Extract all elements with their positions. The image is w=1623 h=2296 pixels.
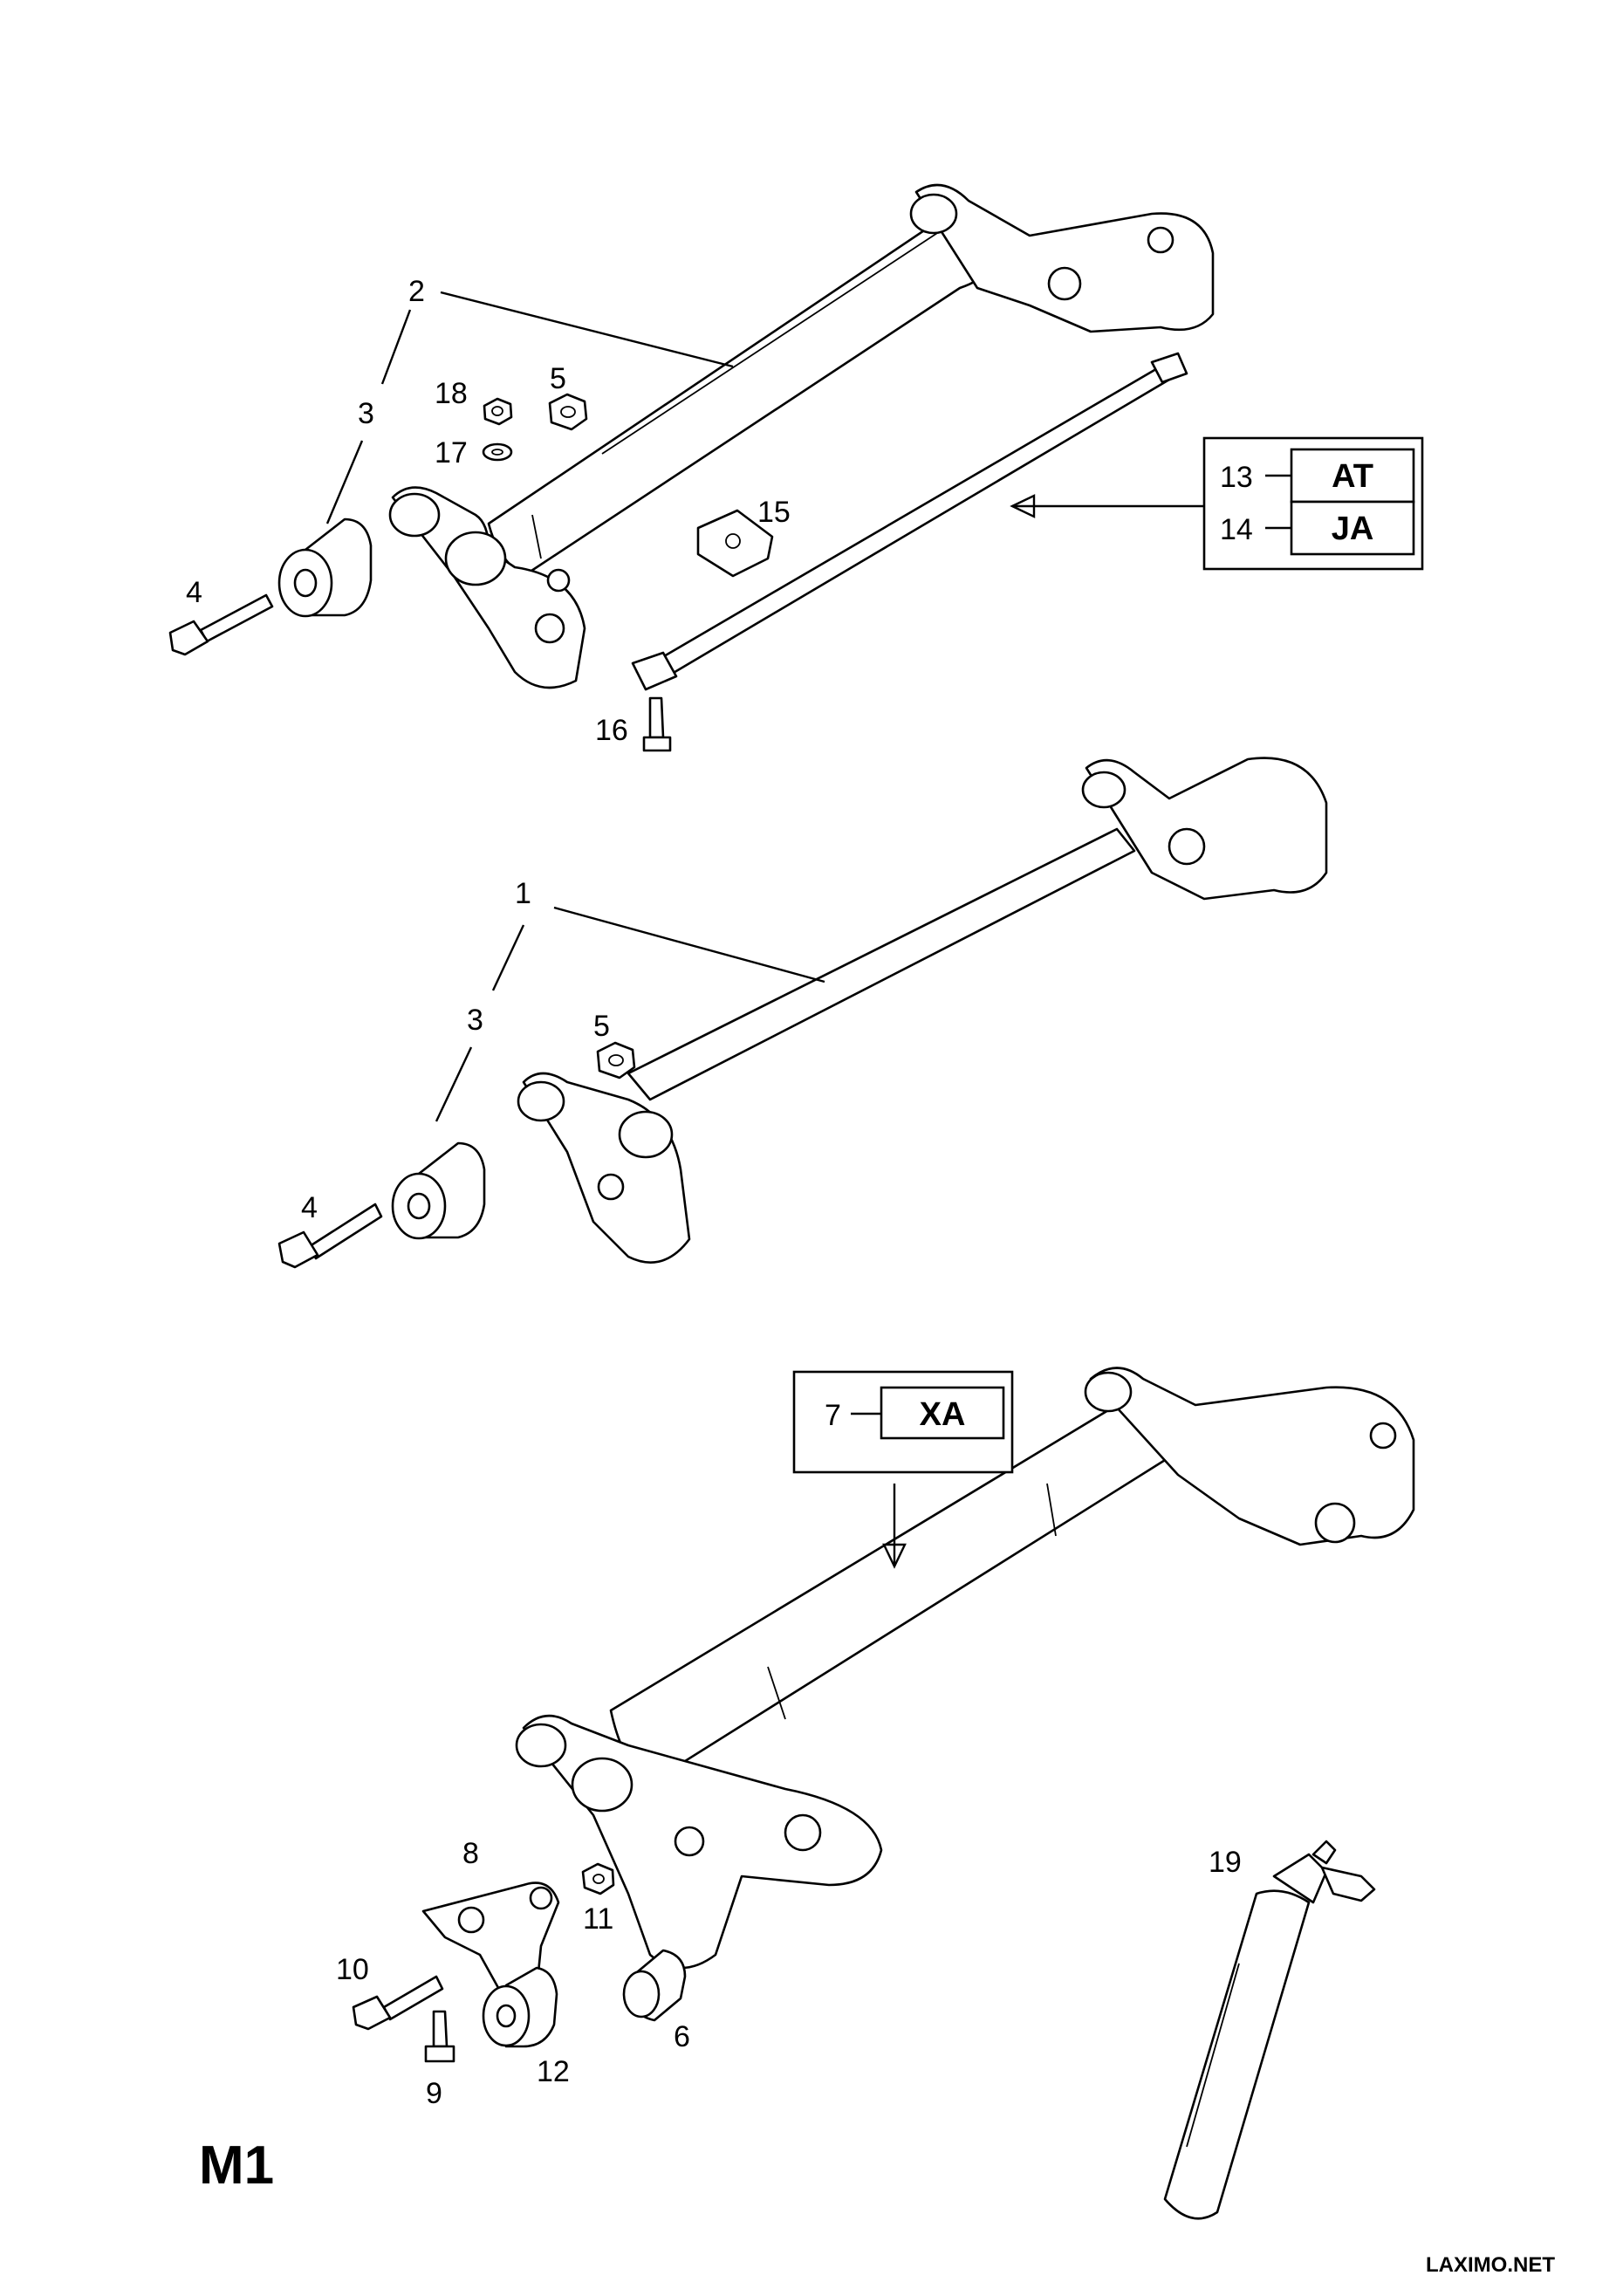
bolt-part-10: [352, 1975, 444, 2031]
callout-3-top: 3: [358, 397, 374, 430]
rear-axle-assembly-bottom: [352, 1367, 1415, 2220]
callout-16: 16: [595, 714, 628, 747]
page-code: M1: [199, 2135, 274, 2196]
bushing-part-12: [482, 1966, 558, 2048]
watermark-text: LAXIMO.NET: [1426, 2253, 1555, 2277]
bolt-part-4-middle: [277, 1203, 383, 1269]
callout-10: 10: [336, 1953, 369, 1986]
callout-7: 7: [825, 1399, 841, 1432]
grease-tube-part-19: [1163, 1840, 1376, 2220]
strut-rod: [631, 352, 1188, 691]
nut-part-11: [581, 1862, 615, 1895]
callout-5-top: 5: [550, 362, 566, 395]
callout-4-top: 4: [186, 576, 202, 609]
code-AT: AT: [1332, 458, 1373, 495]
rear-axle-assembly-middle: [277, 757, 1328, 1269]
callout-18: 18: [435, 377, 468, 410]
code-box-group-7: 7 XA: [792, 1370, 1014, 1474]
bolt-part-9: [424, 2010, 455, 2063]
nut-part-5-top: [548, 393, 588, 431]
code-JA: JA: [1332, 511, 1374, 547]
callout-4-middle: 4: [301, 1191, 318, 1224]
callout-labels: 2 3 4 18 17 5 15 16 1 3 4 5 8 11 10 12 6…: [186, 275, 1242, 2110]
callout-3-middle: 3: [467, 1004, 483, 1037]
callout-17: 17: [435, 436, 468, 469]
callout-14: 14: [1220, 513, 1253, 546]
callout-13: 13: [1220, 461, 1253, 494]
callout-8: 8: [462, 1837, 479, 1870]
bracket-part-15: [696, 509, 774, 578]
rear-axle-assembly-top: [168, 183, 1215, 752]
callout-2: 2: [408, 275, 425, 308]
callout-6: 6: [674, 2020, 690, 2053]
nut-part-5-middle: [596, 1041, 636, 1079]
washer-part-17: [482, 442, 513, 462]
callout-1: 1: [515, 877, 531, 910]
callout-15: 15: [757, 496, 791, 529]
callout-19: 19: [1209, 1846, 1242, 1879]
callout-9: 9: [426, 2077, 442, 2110]
bolt-part-4-top: [168, 593, 274, 656]
bushing-part-3-middle: [391, 1141, 486, 1240]
sleeve-part-6: [622, 1949, 687, 2022]
callout-12: 12: [537, 2055, 570, 2088]
bolt-part-16: [642, 696, 672, 752]
bushing-part-3-top: [277, 517, 373, 618]
code-XA: XA: [920, 1396, 966, 1433]
code-box-group-13-14: 13 AT 14 JA: [1202, 436, 1424, 571]
callout-5-middle: 5: [593, 1010, 610, 1043]
nut-part-18: [483, 397, 513, 426]
callout-11: 11: [583, 1902, 613, 1936]
